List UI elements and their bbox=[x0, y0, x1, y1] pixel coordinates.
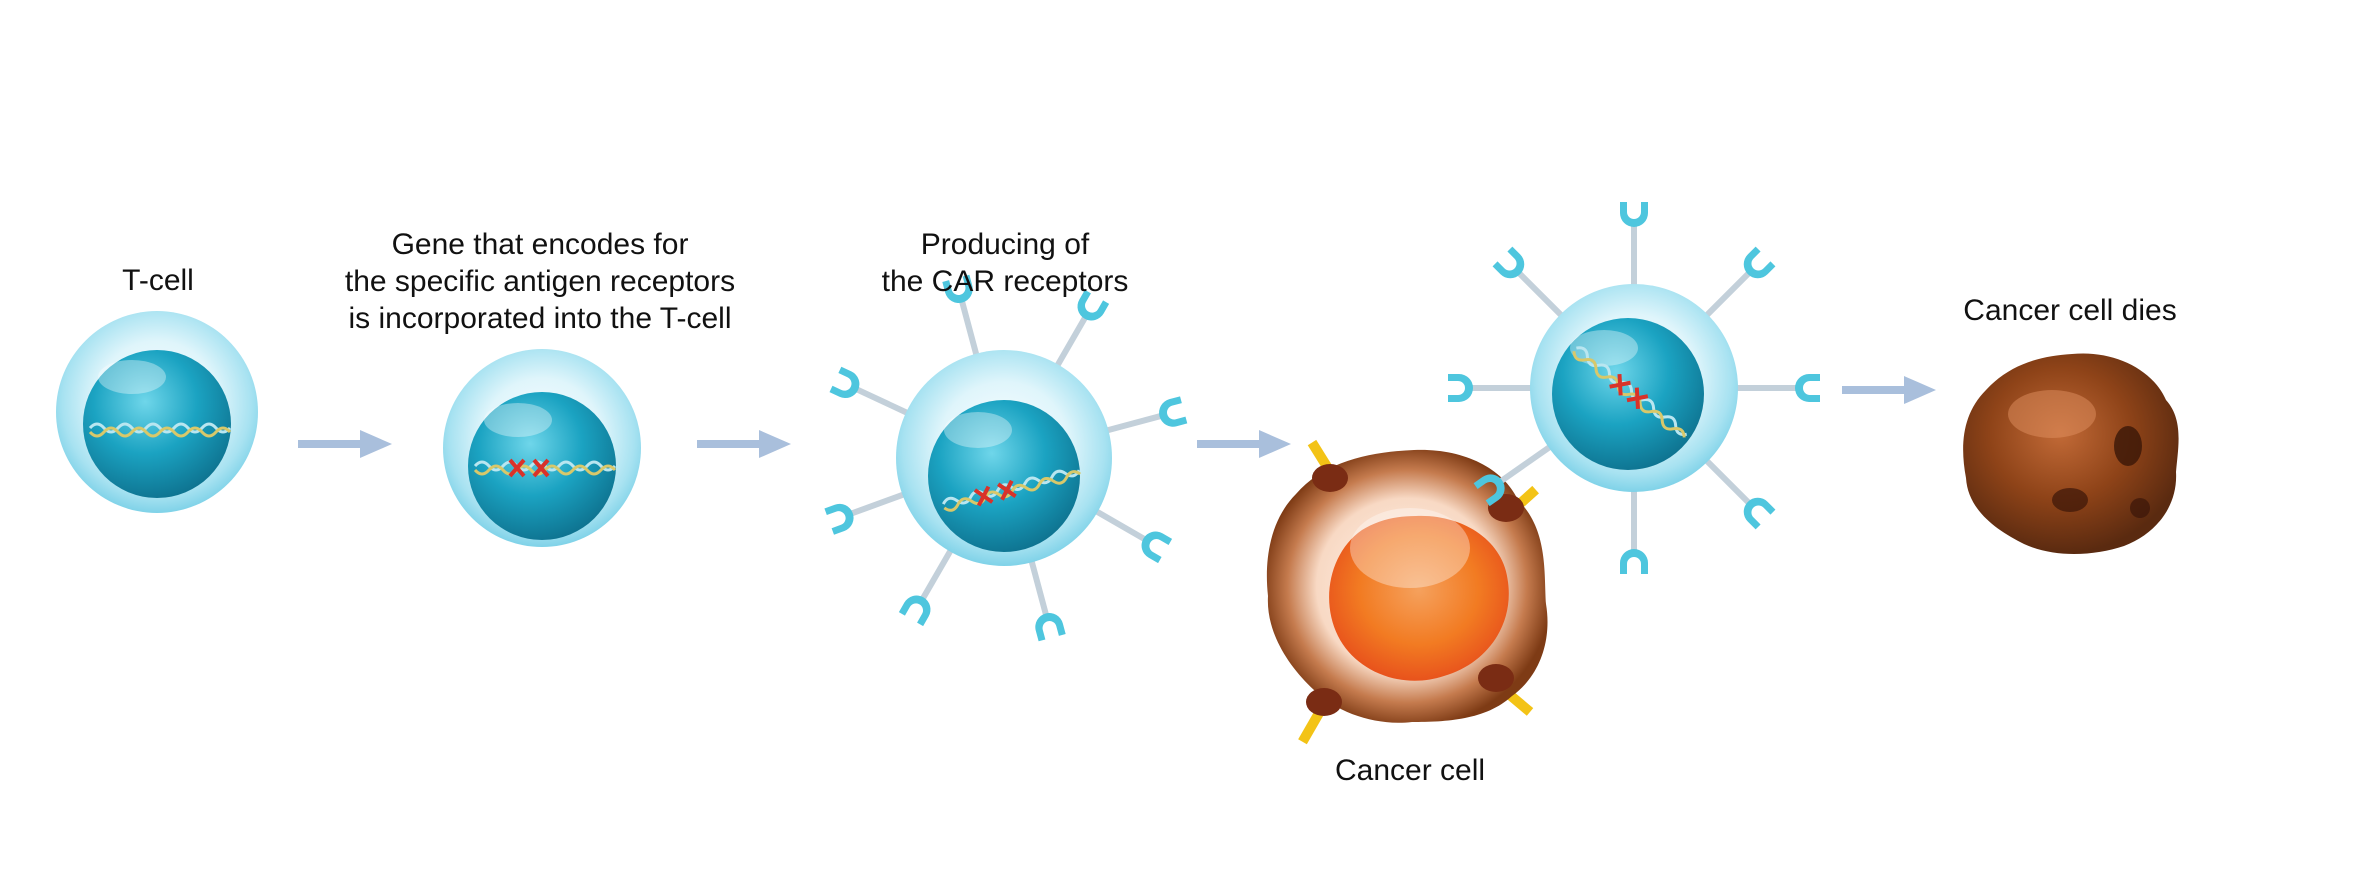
cancer-cell-dies-label: Cancer cell dies bbox=[1940, 292, 2200, 329]
car-t-cell-attacking-icon bbox=[1448, 202, 1820, 574]
arrow-right-icon bbox=[1197, 430, 1291, 458]
dna-icon bbox=[473, 458, 617, 478]
arrow-right-icon bbox=[1842, 376, 1936, 404]
cancer-cell-icon bbox=[1266, 439, 1548, 745]
dna-icon bbox=[88, 422, 232, 438]
arrow-right-icon bbox=[697, 430, 791, 458]
cancer-cell-label-text: Cancer cell bbox=[1334, 754, 1486, 787]
t-cell-label: T-cell bbox=[58, 262, 258, 299]
dna-icon bbox=[942, 469, 1082, 512]
car-t-cell-icon bbox=[824, 274, 1188, 642]
cancer-cell-label: Cancer cell bbox=[1300, 752, 1520, 789]
dead-cell-icon bbox=[1963, 353, 2179, 554]
cancer-cell-dies-label-text: Cancer cell dies bbox=[1963, 294, 2177, 327]
gene-label-line-1: Gene that encodes for bbox=[391, 228, 689, 261]
producing-label: Producing of the CAR receptors bbox=[860, 226, 1150, 300]
producing-label-line-1: Producing of bbox=[920, 228, 1090, 261]
t-cell-label-text: T-cell bbox=[122, 264, 194, 297]
gene-label-line-3: is incorporated into the T-cell bbox=[348, 302, 732, 335]
producing-label-line-2: the CAR receptors bbox=[881, 265, 1129, 298]
t-cell-with-gene-icon bbox=[443, 349, 641, 547]
t-cell-icon bbox=[56, 311, 258, 513]
gene-label: Gene that encodes for the specific antig… bbox=[330, 226, 750, 337]
arrow-right-icon bbox=[298, 430, 392, 458]
gene-label-line-2: the specific antigen receptors bbox=[344, 265, 736, 298]
dna-icon bbox=[1572, 346, 1687, 438]
